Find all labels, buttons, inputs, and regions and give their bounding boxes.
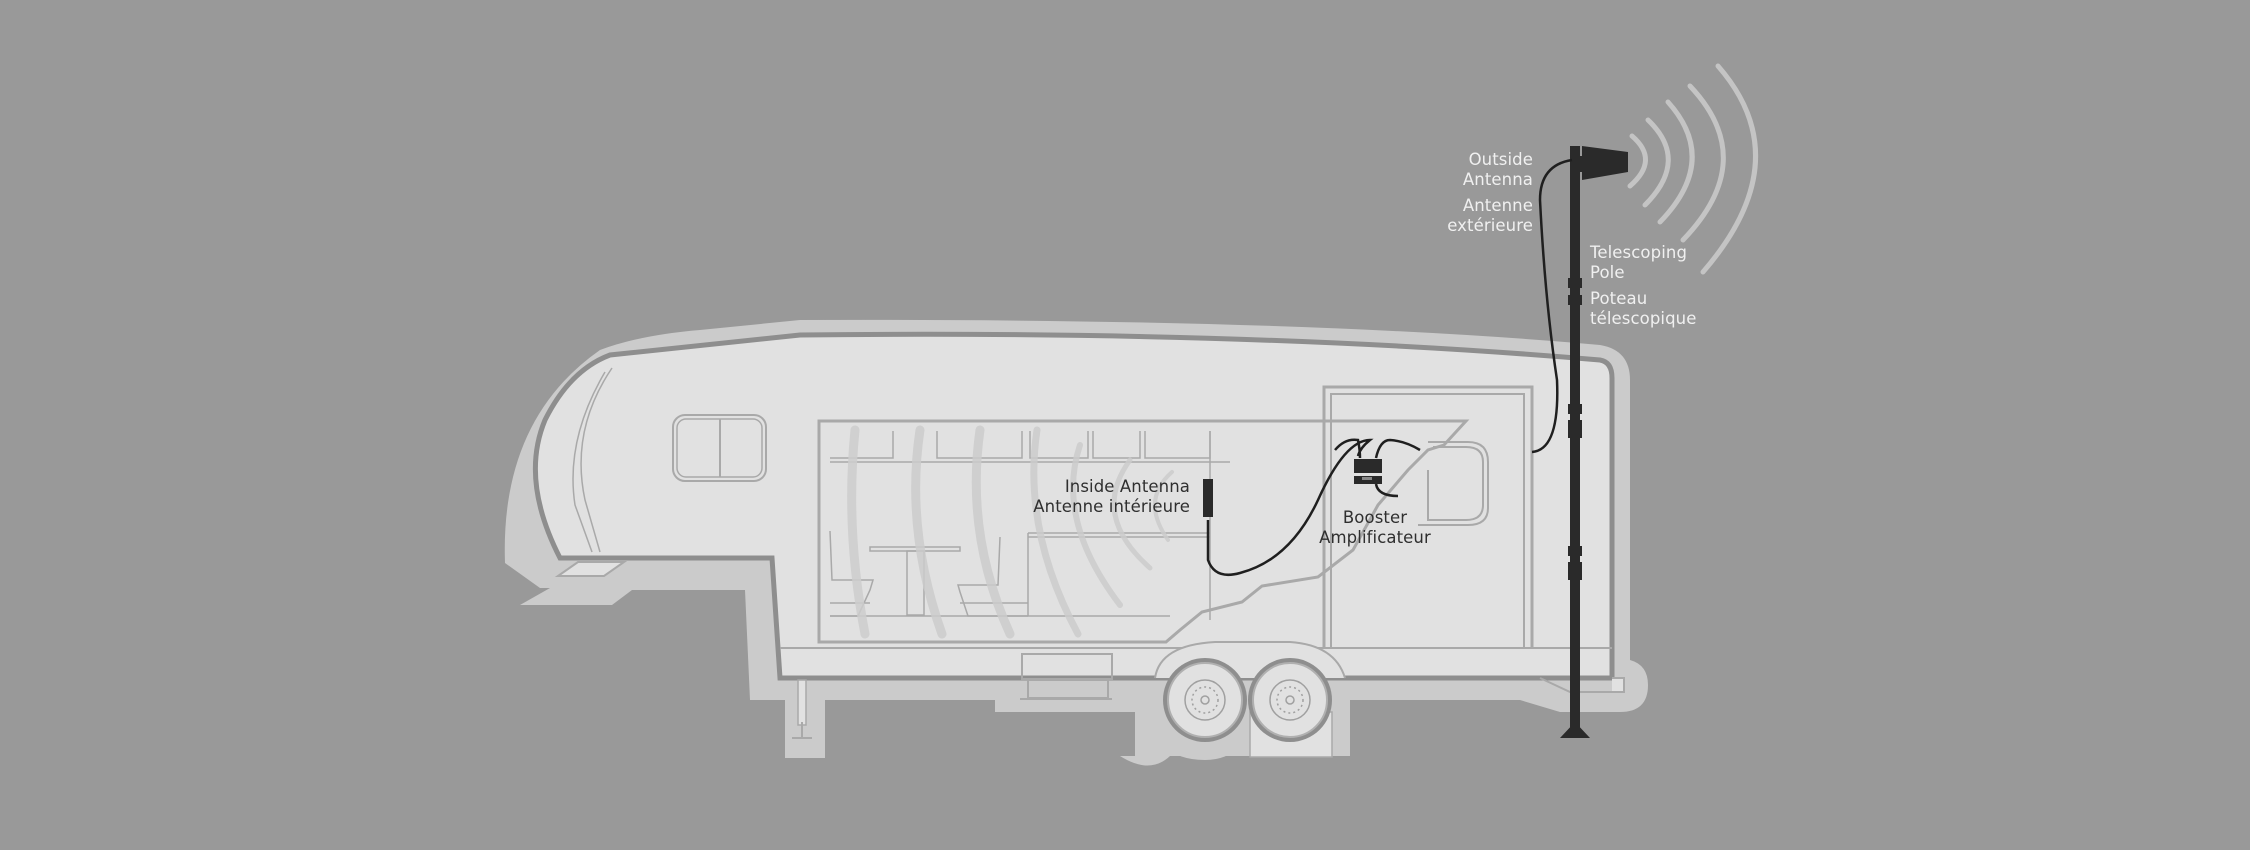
cables <box>1206 158 1573 577</box>
inside-signal-waves <box>847 425 1174 639</box>
label-telescoping-pole: Telescoping Pole Poteau télescopique <box>1590 243 1697 328</box>
booster-device <box>1354 459 1382 484</box>
label-booster: Booster Amplificateur <box>1319 508 1431 547</box>
outside-signal-waves <box>1627 63 1758 275</box>
label-outside-antenna: Outside Antenna Antenne extérieure <box>1447 150 1533 235</box>
storage-compartment <box>1020 653 1113 700</box>
outside-antenna <box>1578 146 1628 180</box>
label-inside-antenna: Inside Antenna Antenne intérieure <box>1033 477 1190 516</box>
telescoping-pole <box>1560 146 1590 738</box>
wheels <box>1154 641 1346 758</box>
wheel-front <box>1163 658 1247 742</box>
rear-compartment <box>1322 385 1534 648</box>
inside-antenna-device <box>1203 479 1213 517</box>
wheel-rear <box>1248 658 1332 742</box>
landing-gear <box>792 679 812 739</box>
front-window <box>672 414 767 482</box>
